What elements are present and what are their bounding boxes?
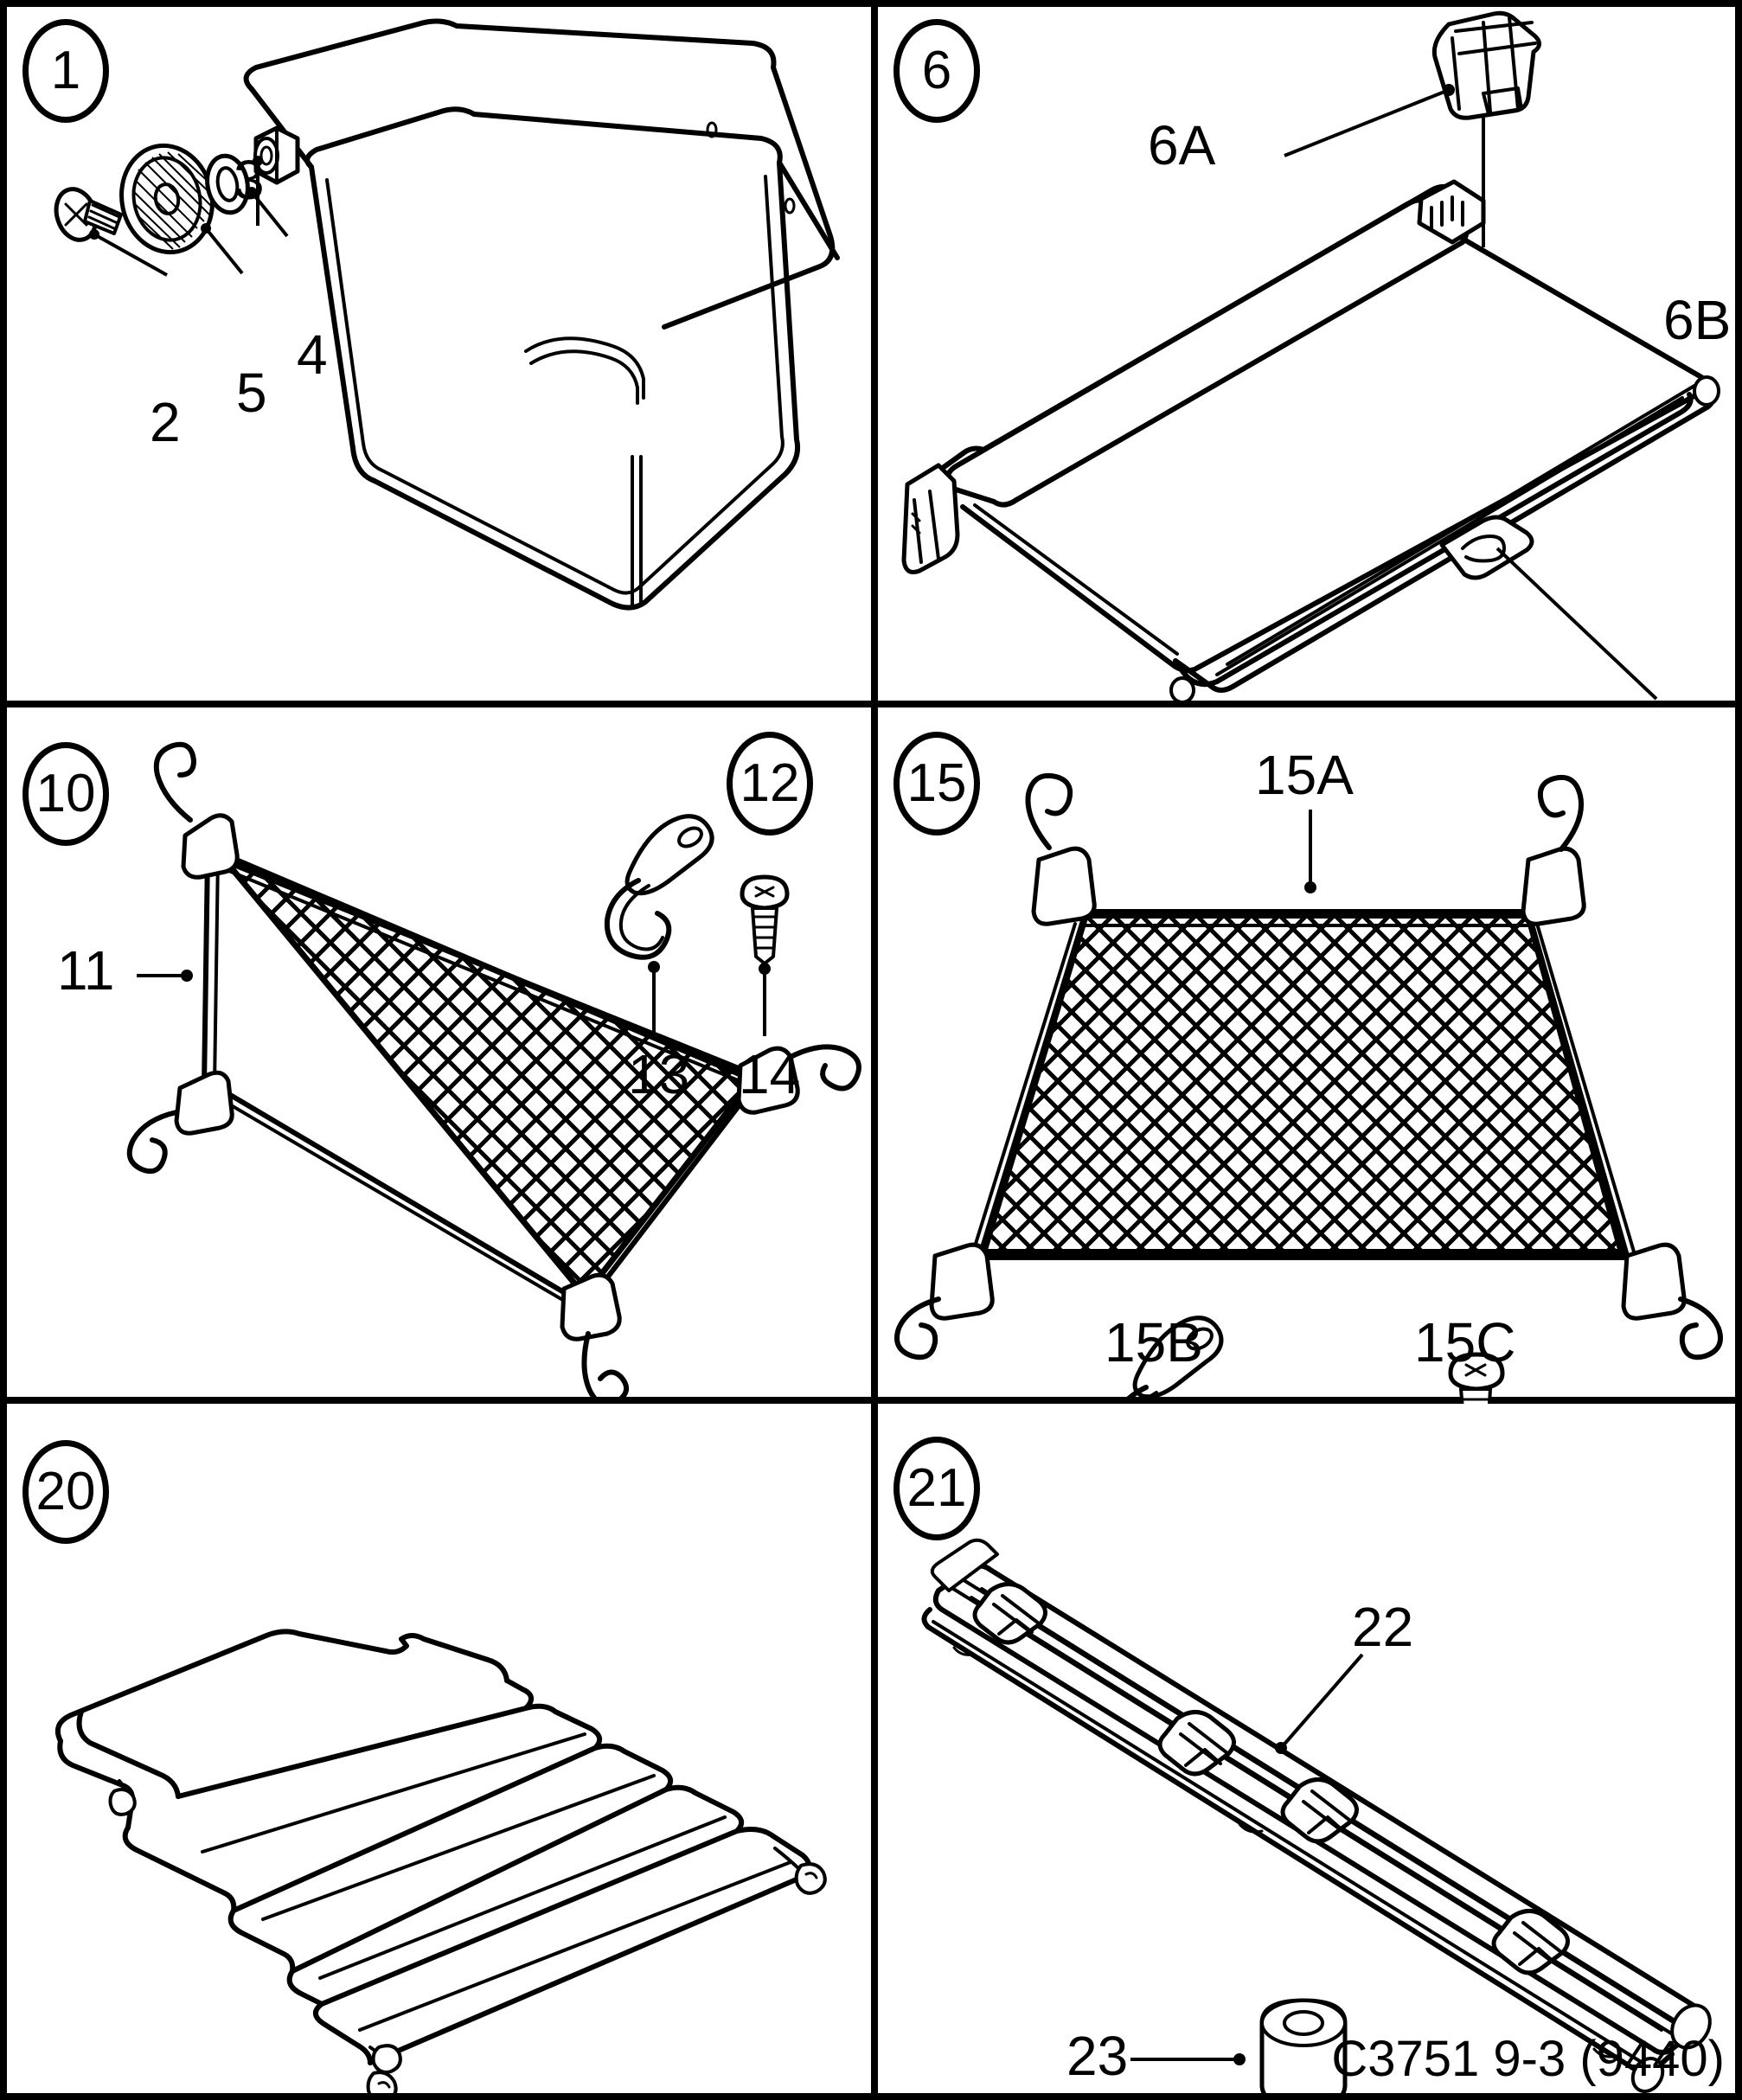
callout-label-2: 2 xyxy=(150,391,181,453)
callout-label-5: 5 xyxy=(236,362,267,424)
callout-label-14: 14 xyxy=(739,1043,801,1105)
cord-end-left xyxy=(108,1779,137,1816)
callout-label-15c: 15C xyxy=(1414,1311,1516,1373)
callout-label-11: 11 xyxy=(57,939,115,1002)
leader-lines xyxy=(1304,810,1316,893)
storage-box-illustration xyxy=(243,18,840,611)
leader-lines xyxy=(89,156,289,277)
cord-end-bottom xyxy=(366,2044,402,2093)
net-hook-bottom-right xyxy=(1621,1242,1723,1361)
screw-part-15c xyxy=(1448,1352,1505,1404)
eyelet-hook-part-13 xyxy=(604,814,714,960)
load-bar-illustration xyxy=(921,1538,1712,2093)
panel-21-artwork xyxy=(921,1538,1712,2093)
end-bracket-6a xyxy=(1431,10,1541,120)
spacer-bush-part-23 xyxy=(1259,1998,1348,2093)
strap-loop-3 xyxy=(1280,1777,1359,1844)
net-hook-top-left xyxy=(1025,773,1097,926)
knurled-disc-part-5 xyxy=(119,143,222,255)
leader-lines xyxy=(1284,84,1658,701)
triangular-net-part-11 xyxy=(202,849,760,1311)
cord-end-right xyxy=(773,1847,827,1895)
callout-label-6a: 6A xyxy=(1148,114,1216,176)
screw-part-2 xyxy=(54,187,123,242)
panel-badge-6: 6 xyxy=(893,19,980,123)
panel-10-artwork xyxy=(126,741,861,1404)
panel-10: 10 12 11 13 14 xyxy=(7,707,871,1404)
callout-label-23: 23 xyxy=(1066,2025,1129,2087)
leader-lines xyxy=(137,961,771,1036)
panel-badge-15: 15 xyxy=(893,732,980,836)
panel-15-artwork xyxy=(894,773,1723,1404)
eyelet-hook-part-15b xyxy=(1120,1316,1224,1404)
panel-6-artwork xyxy=(901,10,1720,701)
net-hook-left xyxy=(126,1070,234,1175)
folded-cover-illustration xyxy=(55,1629,827,2093)
panel-6: 6 6A 6B xyxy=(878,7,1735,701)
screw-part-14 xyxy=(740,874,790,965)
panel-21: 21 22 23 C3751 9-3 (9440) xyxy=(878,1404,1735,2093)
footer-part-code: C3751 9-3 (9440) xyxy=(1331,2031,1725,2087)
callout-label-6b: 6B xyxy=(1663,289,1732,351)
panel-badge-10: 10 xyxy=(22,742,109,846)
washer-part-4 xyxy=(205,153,250,215)
net-hook-bottom xyxy=(560,1272,629,1404)
callout-label-15b: 15B xyxy=(1105,1311,1203,1373)
panel-badge-21: 21 xyxy=(893,1437,980,1540)
trapezoid-net-part-15a xyxy=(970,909,1637,1260)
leader-lines xyxy=(1130,1653,1364,2065)
callout-label-13: 13 xyxy=(628,1043,690,1105)
callout-label-4: 4 xyxy=(297,323,328,386)
net-hook-bottom-left xyxy=(894,1242,995,1361)
strap-loop-2 xyxy=(1157,1710,1236,1777)
panel-15: 15 15A 15B 15C xyxy=(878,707,1735,1404)
load-cover-illustration xyxy=(901,10,1720,701)
panel-badge-1: 1 xyxy=(22,19,109,123)
callout-label-3: 3 xyxy=(234,149,265,211)
fastener-assembly xyxy=(54,125,300,255)
callout-label-22: 22 xyxy=(1352,1596,1414,1658)
net-hook-top xyxy=(153,741,240,880)
divider-vertical-bottom xyxy=(871,1397,878,2093)
callout-label-15a: 15A xyxy=(1255,744,1354,806)
panel-badge-20: 20 xyxy=(22,1440,109,1544)
net-hook-top-right xyxy=(1521,775,1586,926)
divider-vertical-top xyxy=(871,7,878,707)
divider-vertical-mid xyxy=(871,701,878,1404)
panel-1-artwork xyxy=(54,18,840,611)
panel-1: 1 3 4 5 2 xyxy=(7,7,871,701)
panel-20-artwork xyxy=(55,1629,827,2093)
panel-20: 20 xyxy=(7,1404,871,2093)
panel-badge-12: 12 xyxy=(727,732,813,836)
strap-loop-1 xyxy=(972,1582,1047,1645)
strap-loop-4 xyxy=(1491,1909,1570,1975)
net-hook-right xyxy=(736,1044,861,1115)
